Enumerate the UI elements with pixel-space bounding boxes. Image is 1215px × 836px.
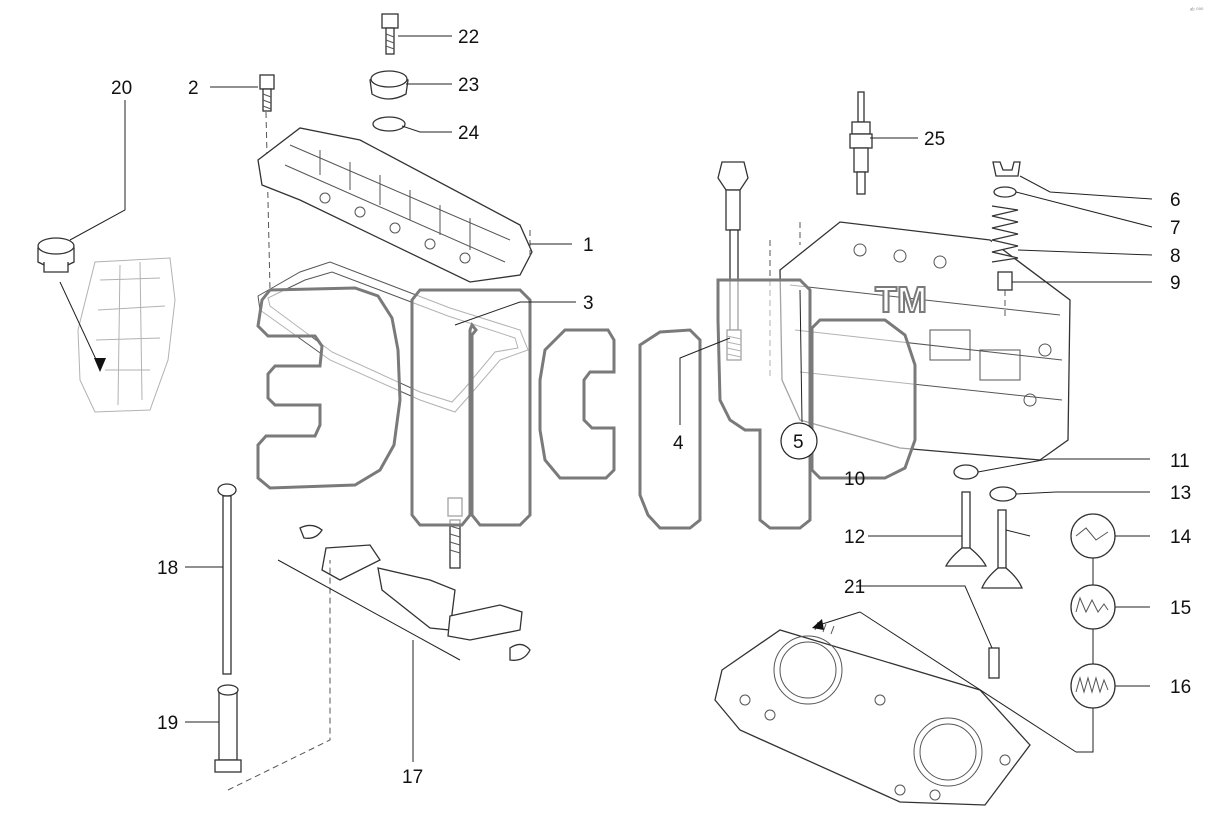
oil-cap-arrowhead: [94, 358, 106, 372]
exhaust-valve-part-13: [981, 509, 1023, 589]
oil-filler-cap-part: [37, 237, 75, 273]
callout-17: 17: [402, 767, 423, 788]
callout-6: 6: [1170, 190, 1181, 211]
cap-bolt-part-22: [381, 13, 399, 55]
intake-valve-part-12: [944, 491, 988, 567]
callout-23: 23: [458, 75, 479, 96]
tappet-part-19: [214, 684, 242, 773]
callout-1: 1: [583, 235, 594, 256]
valve-seal-part-9: [997, 271, 1013, 291]
valve-spring-part-8: [991, 205, 1019, 263]
detail-circle-15: [1070, 584, 1116, 630]
callout-2: 2: [188, 78, 199, 99]
callout-10: 10: [844, 469, 865, 490]
o-ring-part-24: [372, 116, 406, 132]
callout-15: 15: [1170, 598, 1191, 619]
engine-block-sketch: [77, 257, 176, 413]
rocker-assembly-part-17: [299, 497, 531, 661]
callout-24: 24: [458, 123, 480, 144]
detail-circle-16: [1070, 663, 1116, 709]
callout-4: 4: [673, 433, 684, 454]
push-rod-part-18: [217, 483, 237, 675]
callout-7: 7: [1170, 218, 1181, 239]
callout-5-circle: [780, 422, 818, 460]
valve-seat-part-11: [989, 486, 1017, 502]
valve-keeper-part-6: [992, 161, 1021, 177]
callout-5: 5: [793, 432, 804, 453]
detail-circle-14: [1070, 513, 1116, 559]
bolt-part-2: [259, 74, 275, 112]
gasket-arrowhead: [812, 619, 824, 630]
valve-cover-part-1: [257, 127, 533, 283]
callout-18: 18: [157, 558, 178, 579]
corner-mark: ᵃᵇ ⁰⁰⁰: [1190, 7, 1204, 14]
callout-21: 21: [844, 577, 865, 598]
dowel-pin-part-21: [988, 647, 1000, 679]
callout-8: 8: [1170, 246, 1181, 267]
filler-cap-part-23: [369, 70, 409, 100]
leader-lines: [69, 35, 1153, 762]
callout-20: 20: [111, 78, 132, 99]
watermark-tm: TM: [875, 279, 927, 320]
head-gasket: [714, 621, 1031, 806]
callout-13: 13: [1170, 483, 1191, 504]
callout-9: 9: [1170, 273, 1181, 294]
callout-25: 25: [924, 129, 945, 150]
callout-12: 12: [844, 527, 865, 548]
callout-11: 11: [1170, 451, 1190, 472]
watermark-logo: TM: [256, 278, 928, 530]
callout-numbers: 1 2 3 4 5 6 7 8 9 10 11 12 13 14 15 16 1…: [111, 27, 1192, 788]
glow-plug-part-25: [849, 91, 873, 195]
callout-19: 19: [157, 713, 178, 734]
callout-3: 3: [583, 293, 594, 314]
valve-seat-part-10: [953, 464, 979, 480]
oil-cap-arrow-line: [59, 281, 101, 369]
spring-retainer-part-7: [993, 186, 1017, 198]
callout-16: 16: [1170, 677, 1191, 698]
callout-14: 14: [1170, 527, 1192, 548]
callout-22: 22: [458, 27, 479, 48]
